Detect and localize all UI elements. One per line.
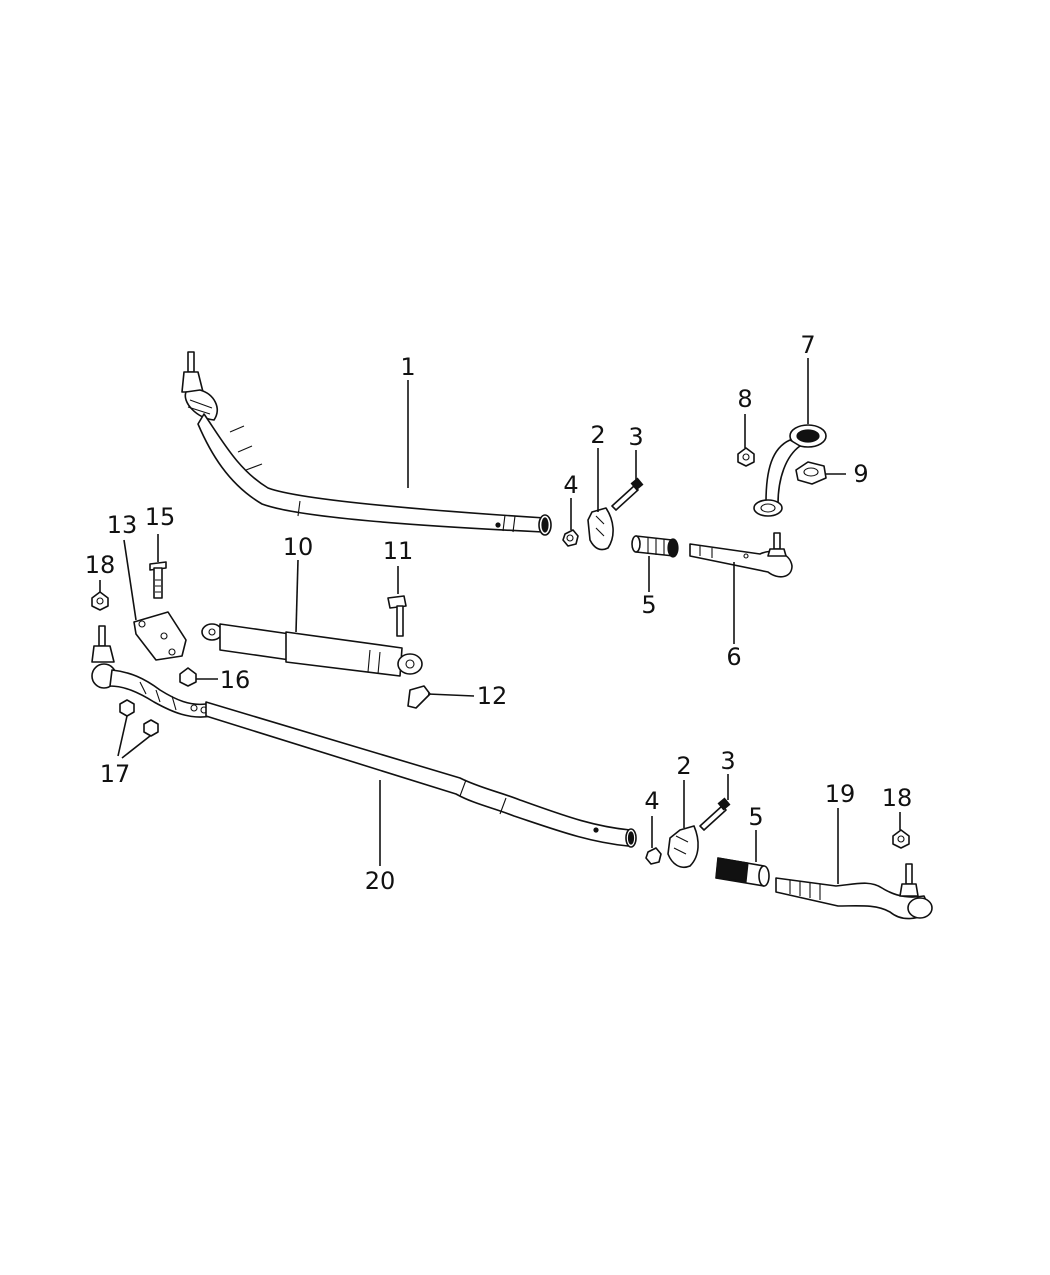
callout-8: 8 bbox=[737, 385, 752, 413]
callout-20: 20 bbox=[365, 867, 396, 895]
part-6-tie-rod-end-upper bbox=[689, 532, 793, 578]
callout-2-upper: 2 bbox=[590, 421, 605, 449]
part-20-tie-rod bbox=[91, 625, 637, 848]
part-2-clamp-upper bbox=[587, 507, 614, 551]
part-1-drag-link bbox=[181, 351, 552, 536]
callout-1: 1 bbox=[400, 353, 415, 381]
callout-11: 11 bbox=[383, 537, 414, 565]
callout-17: 17 bbox=[100, 760, 131, 788]
callout-labels: 1 2 3 4 5 6 7 8 9 10 11 12 13 15 16 17 1… bbox=[85, 331, 913, 895]
callout-13: 13 bbox=[107, 511, 138, 539]
part-4-nut-upper bbox=[562, 529, 579, 547]
part-4-nut-lower bbox=[645, 847, 662, 865]
part-9-nut bbox=[795, 461, 827, 485]
callout-12: 12 bbox=[477, 682, 508, 710]
callout-19: 19 bbox=[825, 780, 856, 808]
callout-10: 10 bbox=[283, 533, 314, 561]
callout-18-left: 18 bbox=[85, 551, 116, 579]
callout-15: 15 bbox=[145, 503, 176, 531]
leader-lines bbox=[99, 358, 901, 884]
part-3-bolt-upper bbox=[611, 477, 644, 511]
part-19-tie-rod-end bbox=[775, 863, 933, 920]
callout-2-lower: 2 bbox=[676, 752, 691, 780]
part-13-bracket bbox=[133, 611, 187, 661]
part-7-pitman-arm bbox=[753, 424, 827, 517]
callout-3-lower: 3 bbox=[720, 747, 735, 775]
callout-9: 9 bbox=[853, 460, 868, 488]
part-18-nut-left bbox=[91, 591, 109, 611]
part-10-steering-damper bbox=[201, 623, 423, 677]
callout-5-upper: 5 bbox=[641, 591, 656, 619]
part-2-clamp-lower bbox=[667, 825, 699, 869]
part-11-bolt bbox=[387, 595, 407, 637]
part-17-nuts bbox=[119, 699, 159, 737]
callout-7: 7 bbox=[800, 331, 815, 359]
callout-6: 6 bbox=[726, 643, 741, 671]
callout-16: 16 bbox=[220, 666, 251, 694]
part-15-bolt bbox=[149, 561, 167, 599]
callout-4-lower: 4 bbox=[644, 787, 659, 815]
callout-18-right: 18 bbox=[882, 784, 913, 812]
callout-5-lower: 5 bbox=[748, 803, 763, 831]
callout-4-upper: 4 bbox=[563, 471, 578, 499]
part-18-nut-right bbox=[892, 829, 910, 849]
part-12-bracket bbox=[407, 685, 431, 709]
callout-3-upper: 3 bbox=[628, 423, 643, 451]
part-16-nut bbox=[179, 667, 197, 687]
part-5-adjuster-sleeve-lower bbox=[715, 857, 770, 887]
part-8-nut bbox=[737, 447, 755, 467]
part-3-bolt-lower bbox=[699, 797, 731, 831]
part-5-adjuster-sleeve-upper bbox=[631, 535, 679, 558]
